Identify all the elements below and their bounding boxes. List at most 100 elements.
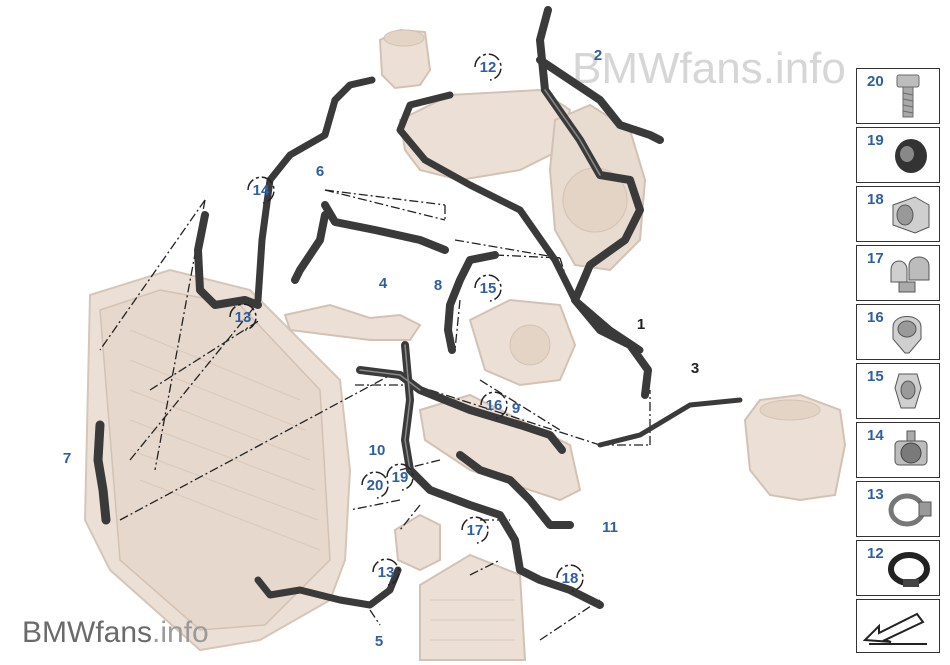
hose-4[interactable] [291,201,449,284]
callout-number: 7 [63,450,71,467]
heat-shield[interactable] [418,393,582,502]
legend-item-19[interactable]: 19 [856,127,940,183]
callout-c5[interactable]: 5 [375,633,383,650]
leader-lines [99,189,651,641]
parts-legend: 20 19 18 17 [856,68,940,653]
bracket-clip-icon [894,430,928,466]
hose-8[interactable] [444,251,499,354]
double-clip-icon [890,256,930,293]
callout-c2[interactable]: 2 [594,47,602,64]
callout-c10[interactable]: 10 [369,442,386,459]
hose-clip-icon [892,316,922,354]
callout-number: 11 [602,519,618,536]
hose-5[interactable] [254,566,402,609]
legend-item-12[interactable]: 12 [856,540,940,596]
callout-circle [247,176,275,204]
callout-circle [461,516,489,544]
callout-number: 20 [367,477,384,494]
callout-circle [556,564,584,592]
callout-number: 13 [378,564,395,581]
back-arrow-icon [862,612,927,645]
spring-clip-icon [894,373,922,409]
callout-circle [361,471,389,499]
callout-c19[interactable]: 19 [386,463,414,491]
hose-6b[interactable] [194,211,262,309]
callout-number: 4 [379,275,388,292]
legend-label: 12 [867,545,884,562]
legend-item-20[interactable]: 20 [856,68,940,124]
callout-number: 8 [434,277,442,294]
hose-11[interactable] [456,451,574,529]
watermark-bottom: BMWfans.info [22,616,209,650]
hose-2[interactable] [396,91,644,354]
power-steering-reservoir[interactable] [378,28,432,90]
expansion-reservoir[interactable] [743,393,847,502]
callout-circle [474,274,502,302]
clamp-sleeve-icon [892,196,930,234]
callout-c11[interactable]: 11 [602,519,618,536]
legend-label: 18 [867,191,884,208]
callout-c12[interactable]: 12 [474,53,502,81]
hoses [93,6,743,609]
callout-c20[interactable]: 20 [361,471,389,499]
callout-number: 10 [369,442,386,459]
callout-c1[interactable]: 1 [637,316,645,333]
legend-label: 13 [867,486,884,503]
watermark-bottom-suffix: .info [152,616,209,649]
callout-circle [480,391,508,419]
back-navigation-button[interactable] [856,599,940,653]
callout-number: 9 [512,400,520,417]
callout-circle [372,558,400,586]
grommet-icon [895,139,927,173]
callout-number: 14 [253,182,270,199]
callout-c13b[interactable]: 13 [372,558,400,586]
radiator[interactable] [83,268,352,652]
callout-number: 5 [375,633,383,650]
intake-manifold[interactable] [398,88,572,182]
callout-c14[interactable]: 14 [247,176,275,204]
callout-number: 17 [467,522,484,539]
legend-item-17[interactable]: 17 [856,245,940,301]
callout-number: 15 [480,280,497,297]
callout-number: 3 [691,360,699,377]
legend-item-16[interactable]: 16 [856,304,940,360]
watermark-top: BMWfans.info [572,44,846,93]
callout-c9[interactable]: 9 [512,400,520,417]
auxiliary-pump[interactable] [393,513,441,572]
callout-c16[interactable]: 16 [480,391,508,419]
callout-c7[interactable]: 7 [63,450,71,467]
turbocharger[interactable] [548,103,647,272]
callout-number: 12 [480,59,497,76]
callout-c15[interactable]: 15 [474,274,502,302]
legend-label: 16 [867,309,884,326]
hose-6[interactable] [254,76,376,304]
thermostat-housing[interactable] [283,303,422,341]
legend-label: 20 [867,73,884,90]
callout-number: 18 [562,570,579,587]
callout-c17[interactable]: 17 [461,516,489,544]
callout-number: 6 [316,163,324,180]
callout-c13a[interactable]: 13 [229,303,257,331]
callout-circle [474,53,502,81]
oil-cooler[interactable] [419,553,527,661]
legend-item-15[interactable]: 15 [856,363,940,419]
callout-c18[interactable]: 18 [556,564,584,592]
hose-7[interactable] [93,420,111,525]
legend-item-13[interactable]: 13 [856,481,940,537]
bolt-icon [896,74,920,118]
water-pump[interactable] [468,298,577,387]
legend-item-14[interactable]: 14 [856,422,940,478]
callout-c4[interactable]: 4 [379,275,388,292]
callout-c8[interactable]: 8 [434,277,442,294]
legend-label: 14 [867,427,884,444]
callout-number: 19 [392,469,409,486]
callout-number: 2 [594,47,602,64]
callout-number: 1 [637,316,645,333]
legend-item-18[interactable]: 18 [856,186,940,242]
callout-c3[interactable]: 3 [691,360,699,377]
callout-c6[interactable]: 6 [316,163,324,180]
hose-3[interactable] [597,397,743,448]
watermark-bottom-main: BMWfans [22,616,153,649]
